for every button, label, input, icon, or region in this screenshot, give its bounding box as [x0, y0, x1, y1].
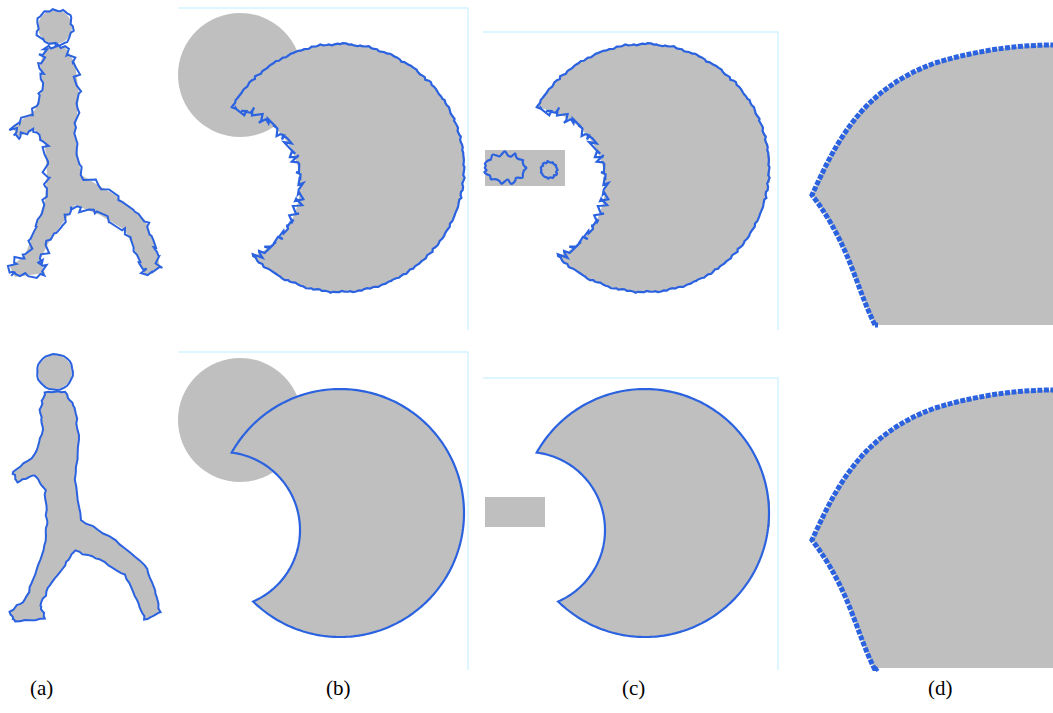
pacman-panel: [178, 13, 465, 293]
contour: [812, 45, 1053, 325]
contour: [812, 390, 1053, 670]
frame-line: [178, 352, 468, 670]
pacman-shape: [232, 44, 464, 292]
bar-shape: [485, 497, 545, 527]
zoom-region: [812, 45, 1053, 325]
panel-label: (a): [30, 676, 53, 701]
person-panel: [8, 9, 162, 278]
contour: [10, 391, 161, 621]
frame-line: [483, 32, 778, 330]
frame-line: [483, 378, 778, 670]
panel-label: (d): [928, 676, 953, 701]
pacman-panel: [178, 358, 464, 637]
contour-blob: [484, 151, 526, 183]
bar-shape: [485, 150, 565, 186]
contour-blob: [541, 161, 558, 178]
pacman-panel: [485, 389, 770, 637]
contour: [8, 44, 162, 278]
contour: [37, 9, 74, 45]
pacman-shape: [232, 389, 464, 637]
bar-shape: [755, 155, 770, 183]
contour: [537, 43, 770, 293]
person-panel: [10, 354, 161, 622]
pacman-panel: [484, 43, 770, 293]
zoom-region: [812, 390, 1053, 670]
contour: [232, 389, 464, 637]
pacman-shape: [537, 44, 769, 292]
contour: [537, 389, 769, 637]
frame-line: [178, 8, 468, 330]
pacman-shape: [537, 389, 769, 637]
contour: [37, 354, 73, 390]
panel-label: (b): [326, 676, 351, 701]
contour: [232, 43, 465, 293]
person-body: [10, 47, 160, 277]
panel-label: (c): [622, 676, 645, 701]
person-body: [10, 392, 160, 622]
